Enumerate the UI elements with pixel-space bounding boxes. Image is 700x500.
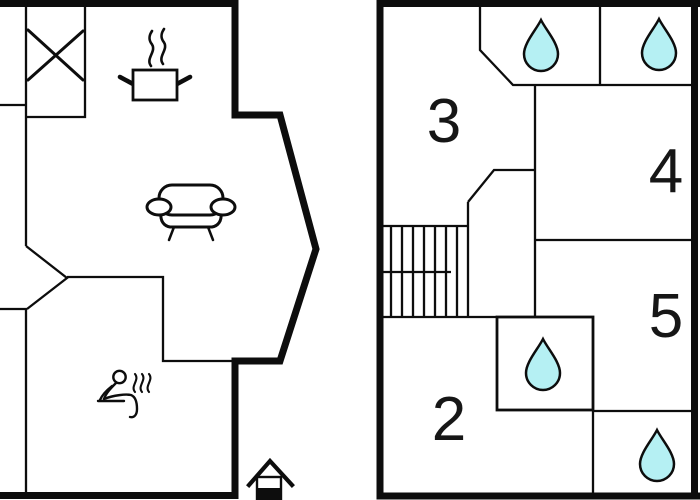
left-plan-outer-wall [0, 0, 320, 499]
sauna-person-icon [96, 369, 152, 419]
stairs-icon [383, 224, 497, 319]
cooking-pot-icon [117, 27, 193, 102]
left-floor-plan [0, 0, 320, 500]
room-label-2: 2 [432, 385, 466, 454]
water-drop-icon [638, 427, 676, 483]
water-drop-icon [524, 336, 562, 392]
room-label-4: 4 [649, 137, 683, 206]
right-plan-outer-wall-left-bottom [376, 0, 700, 500]
water-drop-icon [640, 16, 678, 72]
right-plan-interior-walls [466, 3, 691, 493]
room-label-3: 3 [427, 87, 461, 156]
pot-handles [117, 74, 193, 87]
left-plan-interior-walls [0, 0, 232, 492]
sofa-icon [145, 183, 237, 242]
room-label-5: 5 [649, 282, 683, 351]
steam-icon [148, 27, 167, 68]
wardrobe-x-icon [26, 28, 85, 82]
pot-body [131, 68, 179, 102]
water-drop-icon [522, 17, 560, 73]
right-floor-plan: 3 4 5 2 [376, 0, 700, 500]
house-entrance-icon [246, 457, 295, 500]
sauna-steam-icon [132, 372, 152, 394]
